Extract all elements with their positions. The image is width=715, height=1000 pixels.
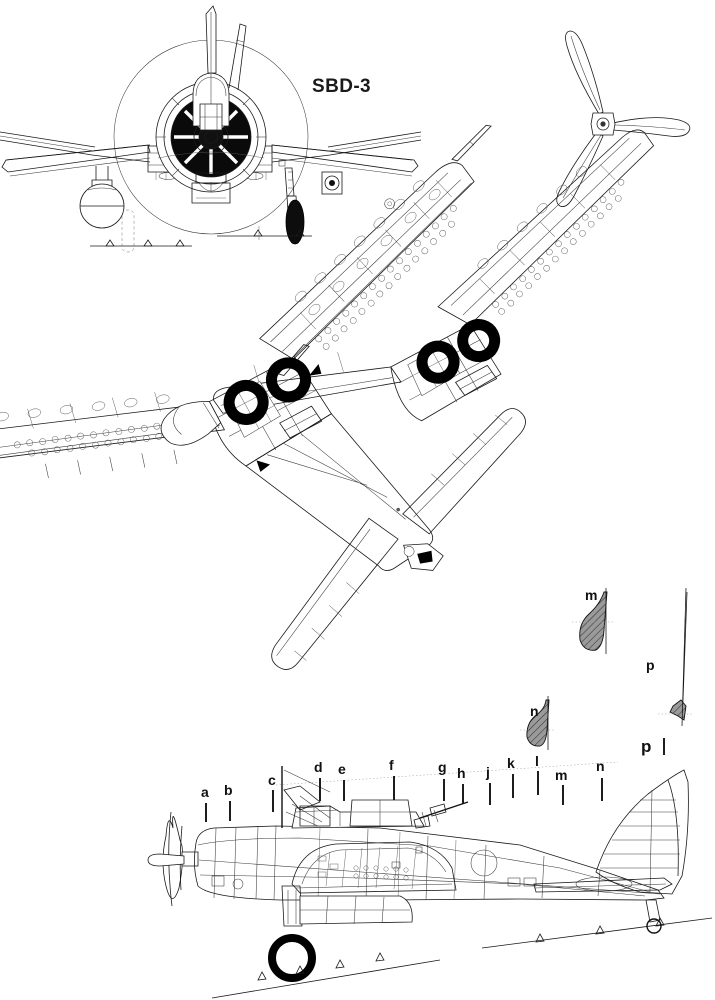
front-engine-cowling	[155, 81, 267, 193]
front-aux-tank-dashed	[121, 209, 135, 253]
plan-lower-wheel-right	[457, 319, 501, 363]
svg-text:e: e	[338, 761, 346, 777]
callout-a: a	[201, 784, 209, 822]
svg-text:h: h	[457, 765, 466, 781]
svg-text:b: b	[224, 782, 233, 798]
side-wing	[291, 841, 457, 894]
plan-lower-wing-structure	[213, 129, 655, 422]
section-label-n: n	[530, 703, 539, 719]
front-wing-left	[0, 131, 151, 177]
section-label-p: p	[646, 657, 655, 673]
callout-c: c	[268, 772, 276, 812]
callout-n: n	[596, 758, 605, 801]
front-wing-right	[271, 131, 422, 177]
front-pylon-right	[321, 171, 343, 195]
callout-k: k	[507, 755, 515, 798]
side-propeller	[147, 811, 199, 907]
plan-upper-right-wing	[259, 124, 492, 360]
side-view-callouts: a b c d e f g h j k l m	[201, 753, 605, 822]
callout-d: d	[314, 759, 323, 801]
side-fin-rudder	[533, 769, 689, 934]
svg-text:k: k	[507, 755, 515, 771]
side-rear-gun	[413, 801, 469, 829]
side-reference-line	[275, 761, 619, 786]
svg-text:f: f	[389, 757, 394, 773]
callout-l: l	[535, 753, 539, 795]
front-drop-tank	[79, 166, 125, 229]
page-title: SBD-3	[312, 76, 371, 97]
side-elevation-view	[147, 761, 713, 999]
side-ground-lines	[211, 917, 713, 999]
svg-text:m: m	[555, 767, 567, 783]
callout-b: b	[224, 782, 233, 821]
section-label-p-marker: p	[641, 737, 651, 756]
front-elevation-view	[0, 5, 422, 253]
svg-text:n: n	[596, 758, 605, 774]
callout-f: f	[389, 757, 395, 800]
plan-upper-wheel-right	[265, 357, 311, 403]
svg-text:a: a	[201, 784, 209, 800]
side-fuselage	[194, 825, 665, 901]
callout-j: j	[485, 764, 491, 805]
callout-g: g	[438, 759, 447, 801]
side-antenna-frame	[283, 785, 331, 827]
front-canopy-and-fin	[192, 5, 247, 131]
svg-text:j: j	[485, 764, 490, 780]
plan-lower-wheel-left	[416, 340, 460, 384]
section-label-m: m	[585, 587, 597, 603]
propeller-detail-view	[556, 30, 691, 207]
svg-text:d: d	[314, 759, 323, 775]
callout-e: e	[338, 761, 346, 801]
plan-upper-wheel-left	[223, 379, 269, 425]
side-main-gear	[268, 885, 413, 982]
plan-view-upper-surface	[0, 124, 526, 670]
svg-text:g: g	[438, 759, 447, 775]
section-details: m n p p	[520, 587, 692, 756]
section-m: m	[572, 587, 614, 654]
dive-brake-perforations	[492, 179, 625, 315]
front-main-gear	[284, 167, 305, 245]
svg-text:l: l	[535, 753, 539, 769]
callout-m: m	[555, 767, 567, 805]
callout-h: h	[457, 765, 466, 804]
side-canopy	[281, 766, 425, 829]
plan-view-lower-surface	[213, 129, 655, 422]
section-p: p p	[641, 587, 692, 756]
section-n: n	[520, 696, 556, 750]
plan-upper-tail-assembly	[245, 408, 526, 670]
svg-text:c: c	[268, 772, 276, 788]
dive-brake-perforations-upper	[315, 205, 457, 350]
wing-lightening-holes	[294, 180, 441, 316]
side-main-wheel	[268, 934, 316, 982]
front-bomb-cradle	[191, 172, 231, 204]
